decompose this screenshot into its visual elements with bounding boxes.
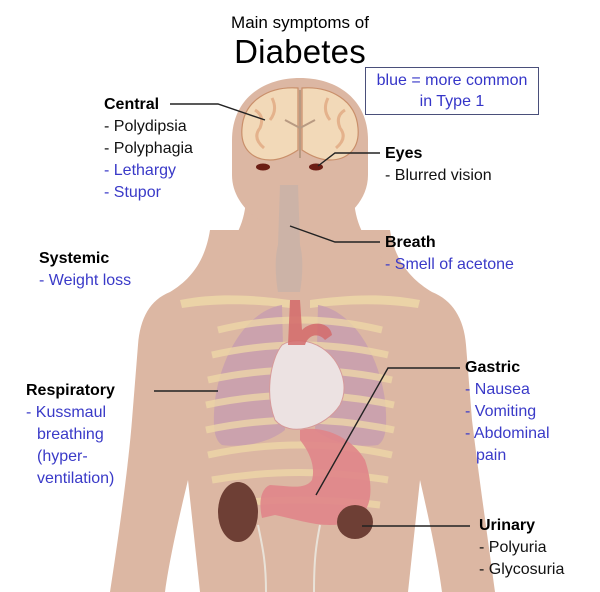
- group-gastric: Gastric - Nausea - Vomiting - Abdominal …: [465, 357, 550, 467]
- heading-breath: Breath: [385, 234, 436, 251]
- heading-eyes: Eyes: [385, 145, 423, 162]
- aorta-icon: [288, 300, 332, 345]
- symptom-stupor: - Stupor: [104, 184, 161, 201]
- page-title: Diabetes: [234, 33, 366, 70]
- symptom-blurred-vision: - Blurred vision: [385, 167, 492, 184]
- leader-eyes: [317, 152, 380, 167]
- symptom-kussmaul-line2: breathing: [37, 426, 104, 443]
- group-respiratory: Respiratory - Kussmaul breathing (hyper-…: [26, 380, 115, 490]
- kidney-left-icon: [218, 482, 258, 542]
- ureter-icon: [257, 524, 321, 592]
- symptom-weight-loss: - Weight loss: [39, 272, 132, 289]
- legend-box: blue = more common in Type 1: [365, 67, 539, 115]
- group-central: Central - Polydipsia - Polyphagia - Leth…: [104, 94, 193, 204]
- title-subtitle: Main symptoms of: [231, 13, 369, 32]
- leader-breath: [289, 225, 380, 243]
- legend-line-2: in Type 1: [419, 93, 485, 110]
- symptom-abdominal-pain: - Abdominal: [465, 425, 550, 442]
- symptom-polydipsia: - Polydipsia: [104, 118, 187, 135]
- kidney-right-icon: [337, 505, 373, 539]
- leader-gastric: [315, 367, 460, 496]
- group-systemic: Systemic - Weight loss: [39, 248, 131, 292]
- legend-line-1: blue = more common: [376, 72, 528, 89]
- eye-left-icon: [256, 163, 270, 171]
- heading-respiratory: Respiratory: [26, 382, 115, 399]
- symptom-kussmaul-line3: (hyper-: [37, 448, 88, 465]
- brain-icon: [241, 87, 359, 161]
- symptom-lethargy: - Lethargy: [104, 162, 177, 179]
- clavicle-icon: [180, 295, 420, 308]
- group-urinary: Urinary - Polyuria - Glycosuria: [479, 515, 564, 581]
- symptom-abdominal-pain-line2: pain: [476, 447, 507, 464]
- symptom-nausea: - Nausea: [465, 381, 530, 398]
- group-breath: Breath - Smell of acetone: [385, 232, 514, 276]
- group-eyes: Eyes - Blurred vision: [385, 143, 492, 187]
- leader-central: [170, 103, 266, 121]
- symptom-polyphagia: - Polyphagia: [104, 140, 193, 157]
- heading-systemic: Systemic: [39, 250, 110, 267]
- heading-central: Central: [104, 96, 160, 113]
- symptom-vomiting: - Vomiting: [465, 403, 537, 420]
- heading-gastric: Gastric: [465, 359, 521, 376]
- symptom-glycosuria: - Glycosuria: [479, 561, 565, 578]
- leader-lines: [154, 103, 470, 527]
- stomach-icon: [260, 428, 371, 525]
- heart-icon: [269, 340, 345, 430]
- symptom-polyuria: - Polyuria: [479, 539, 547, 556]
- heading-urinary: Urinary: [479, 517, 536, 534]
- symptom-kussmaul: - Kussmaul: [26, 404, 107, 421]
- trachea-icon: [275, 185, 303, 292]
- symptom-kussmaul-line4: ventilation): [37, 470, 115, 487]
- symptom-smell-of-acetone: - Smell of acetone: [385, 256, 514, 273]
